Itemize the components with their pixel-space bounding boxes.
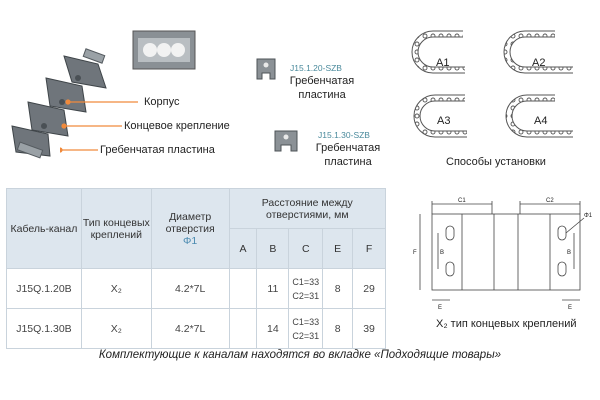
mounting-caption: Способы установки: [446, 156, 546, 168]
cell-f: 29: [352, 268, 386, 309]
header-phi: Φ1: [183, 234, 198, 247]
dim-phi-label: Φ1: [584, 213, 593, 219]
header-col-a: A: [228, 228, 258, 269]
cell-c1: C1=33: [292, 276, 320, 287]
dim-e-left-label: E: [438, 305, 442, 311]
table-row: J15Q.1.30B X₂ 4.2*7L 14 C1=33 C2=31 8 39: [6, 308, 386, 349]
dim-b-right-label: B: [567, 250, 571, 256]
part-2-code: J15.1.30-SZB: [318, 130, 370, 140]
mounting-methods-diagram: [411, 30, 573, 138]
dim-c1-label: C1: [458, 198, 466, 204]
drawing-caption: X₂ тип концевых креплений: [436, 318, 577, 330]
part-1-code: J15.1.20-SZB: [290, 63, 342, 73]
cable-chain-image: [11, 48, 107, 159]
spec-table: Кабель-канал Тип концевых креплений Диам…: [6, 188, 387, 349]
cell-mount: X₂: [80, 308, 152, 349]
dim-b-left-label: B: [440, 250, 444, 256]
cell-c1: C1=33: [292, 316, 320, 327]
header-mount-type: Тип концевых креплений: [80, 188, 152, 269]
cell-diameter: 4.2*7L: [150, 268, 230, 309]
part-2-name-line1: Гребенчатая: [315, 142, 381, 154]
cell-c2: C2=31: [292, 290, 320, 301]
footer-note: Комплектующие к каналам находятся во вкл…: [98, 349, 502, 361]
cell-channel: J15Q.1.30B: [6, 308, 82, 349]
cell-mount: X₂: [80, 268, 152, 309]
dim-c2-label: C2: [546, 198, 554, 204]
callout-end-mount: Концевое крепление: [124, 120, 230, 132]
part-1-name-line1: Гребенчатая: [289, 75, 355, 87]
cell-a: [228, 308, 258, 349]
mount-label-a3: A3: [437, 115, 451, 127]
header-col-b: B: [256, 228, 290, 269]
comb-plate-1-image: [256, 58, 276, 80]
cell-b: 11: [256, 268, 290, 309]
cell-c: C1=33 C2=31: [288, 308, 324, 349]
header-col-c: C: [288, 228, 324, 269]
cell-c2: C2=31: [292, 330, 320, 341]
callout-lines: [60, 99, 138, 153]
end-bracket-image: [132, 30, 196, 70]
cell-channel: J15Q.1.20B: [6, 268, 82, 309]
part-1-name-line2: пластина: [298, 89, 346, 101]
header-col-e: E: [322, 228, 354, 269]
end-mount-drawing: C1 C2 Φ1 F B B E E: [413, 198, 593, 311]
cell-a: [228, 268, 258, 309]
callout-comb-plate: Гребенчатая пластина: [100, 144, 215, 156]
cell-e: 8: [322, 308, 354, 349]
mount-label-a4: A4: [534, 115, 548, 127]
table-row: J15Q.1.20B X₂ 4.2*7L 11 C1=33 C2=31 8 29: [6, 268, 386, 309]
header-hole-diameter-text: Диаметр отверстия: [165, 210, 215, 235]
part-2-name-line2: пластина: [324, 156, 372, 168]
cell-c: C1=33 C2=31: [288, 268, 324, 309]
mount-label-a2: A2: [532, 57, 546, 69]
dim-e-right-label: E: [568, 305, 572, 311]
cell-b: 14: [256, 308, 290, 349]
header-col-f: F: [352, 228, 386, 269]
part-1-name: Гребенчатая пластина: [284, 74, 360, 102]
callout-body: Корпус: [144, 96, 180, 108]
header-channel: Кабель-канал: [6, 188, 82, 269]
header-hole-diameter: Диаметр отверстия Φ1: [150, 188, 230, 269]
dim-f-label: F: [413, 250, 417, 256]
cell-diameter: 4.2*7L: [150, 308, 230, 349]
cell-e: 8: [322, 268, 354, 309]
comb-plate-2-image: [274, 130, 298, 152]
part-2-name: Гребенчатая пластина: [310, 141, 386, 169]
cell-f: 39: [352, 308, 386, 349]
header-distance: Расстояние между отверстиями, мм: [228, 188, 387, 229]
mount-label-a1: A1: [436, 57, 450, 69]
